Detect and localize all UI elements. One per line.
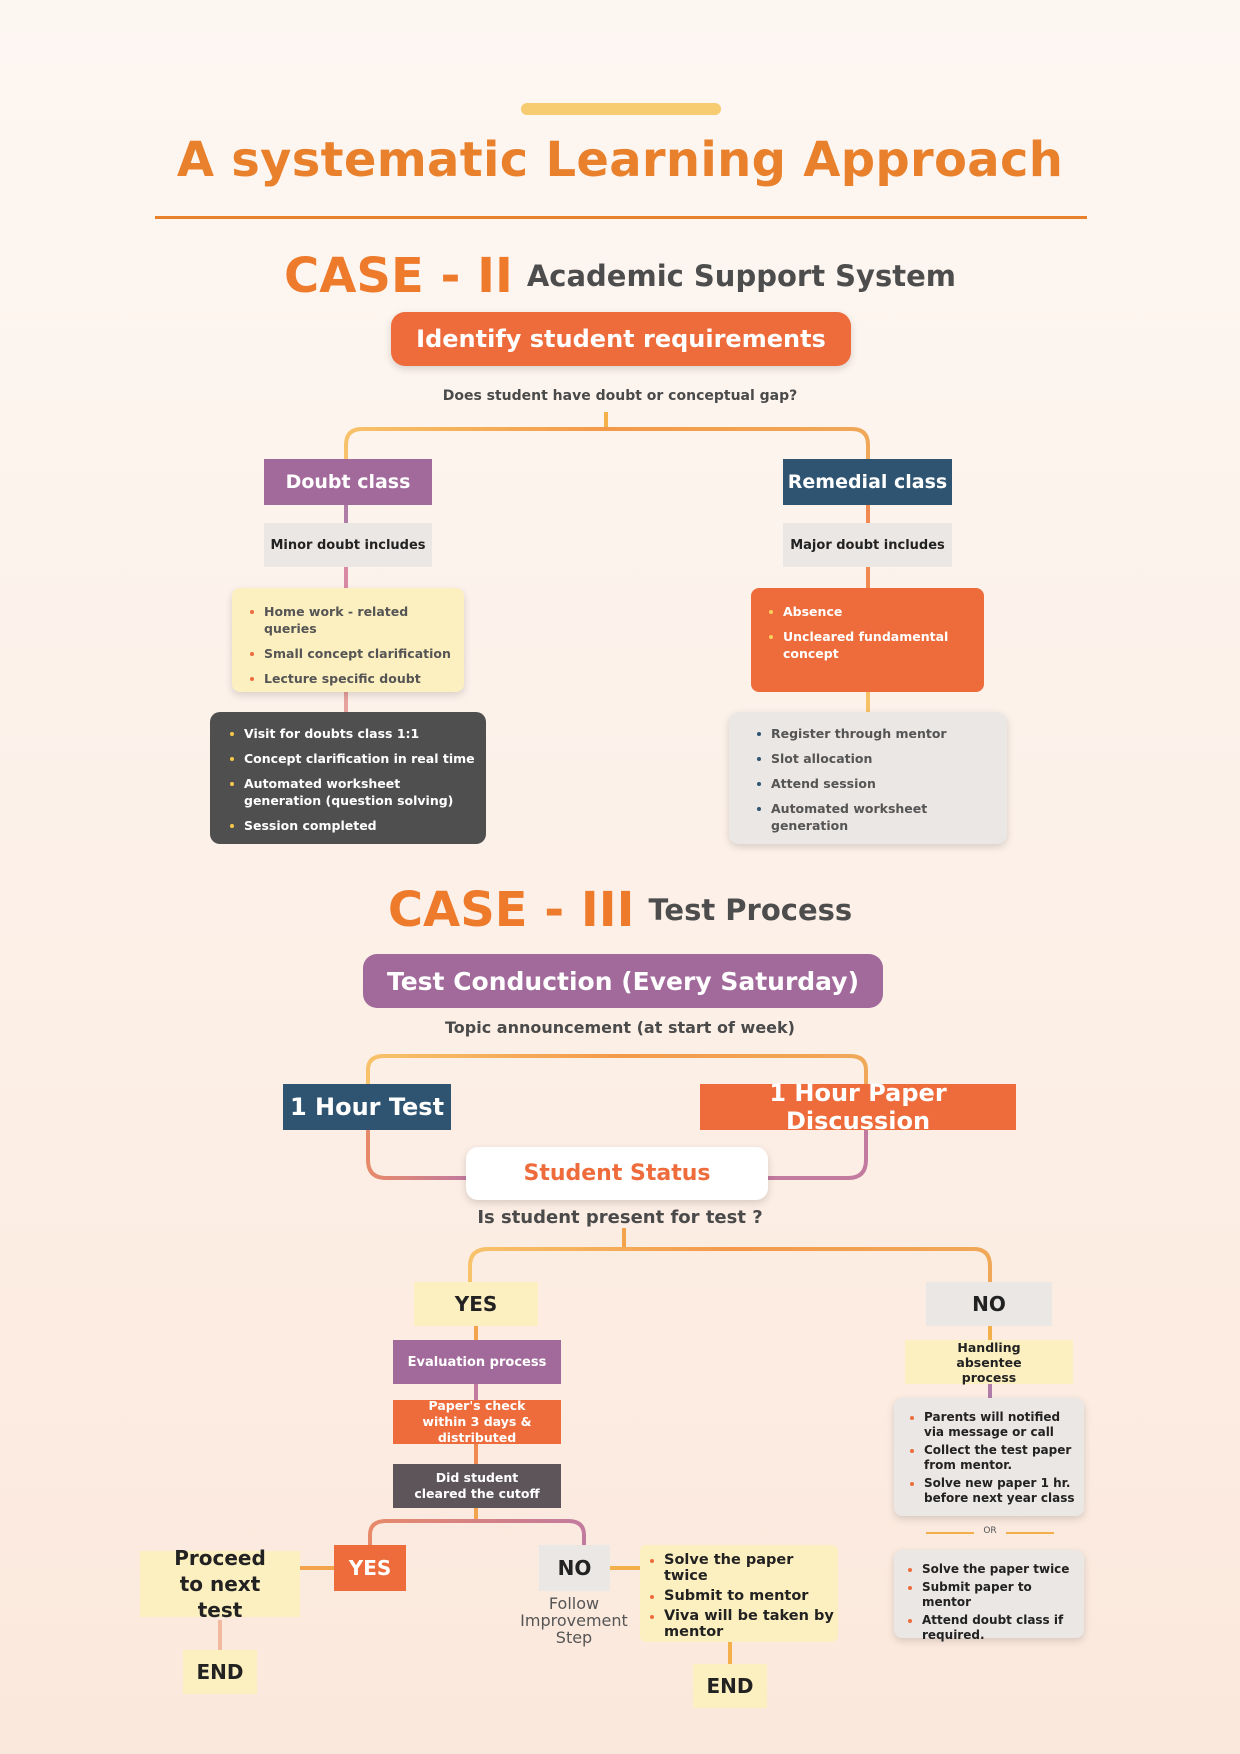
- follow-improvement-label: Follow Improvement Step: [520, 1594, 628, 1647]
- list-item: Small concept clarification: [250, 646, 456, 663]
- list-item: Visit for doubts class 1:1: [230, 726, 478, 743]
- list-item: Concept clarification in real time: [230, 751, 478, 768]
- list-item: Lecture specific doubt: [250, 671, 456, 688]
- list-item: Viva will be taken by mentor: [650, 1607, 834, 1640]
- list-item: Solve the paper twice: [908, 1562, 1078, 1577]
- list-item: Register through mentor: [757, 726, 999, 743]
- case2-subtitle: Academic Support System: [526, 259, 956, 293]
- improvement-steps: Solve the paper twice Submit to mentor V…: [640, 1545, 838, 1642]
- doubt-class-box: Doubt class: [264, 459, 432, 505]
- remedial-class-steps: Register through mentor Slot allocation …: [729, 712, 1007, 844]
- list-item: Solve new paper 1 hr. before next year c…: [910, 1476, 1078, 1506]
- or-separator: OR: [983, 1526, 997, 1536]
- paper-check-box: Paper's check within 3 days & distribute…: [393, 1398, 561, 1445]
- minor-doubt-label: Minor doubt includes: [264, 523, 432, 567]
- major-doubt-list: Absence Uncleared fundamental concept: [751, 588, 984, 692]
- paper-discussion-box: 1 Hour Paper Discussion: [700, 1079, 1016, 1135]
- case2-heading: CASE - II Academic Support System: [0, 248, 1240, 304]
- case3-label: CASE - III: [387, 882, 635, 938]
- list-item: Submit to mentor: [650, 1588, 834, 1605]
- proceed-next-test-box: Proceed to next test: [140, 1546, 300, 1622]
- title-divider: [155, 216, 1087, 219]
- cutoff-no-box: NO: [539, 1545, 610, 1591]
- one-hour-test-box: 1 Hour Test: [283, 1084, 451, 1130]
- test-conduction-box: Test Conduction (Every Saturday): [363, 954, 883, 1008]
- case2-question: Does student have doubt or conceptual ga…: [442, 388, 798, 404]
- cutoff-question-box: Did student cleared the cutoff: [393, 1464, 561, 1508]
- list-item: Collect the test paper from mentor.: [910, 1443, 1078, 1473]
- list-item: Attend doubt class if required.: [908, 1613, 1078, 1643]
- list-item: Attend session: [757, 776, 999, 793]
- identify-requirements-box: Identify student requirements: [391, 312, 851, 366]
- list-item: Session completed: [230, 818, 478, 835]
- list-item: Parents will notified via message or cal…: [910, 1410, 1078, 1440]
- list-item: Absence: [769, 604, 976, 621]
- present-no-box: NO: [926, 1282, 1052, 1326]
- doubt-class-steps: Visit for doubts class 1:1 Concept clari…: [210, 712, 486, 844]
- topic-announcement: Topic announcement (at start of week): [445, 1018, 795, 1037]
- end-box-left: END: [183, 1650, 257, 1694]
- list-item: Automated worksheet generation (question…: [230, 776, 478, 810]
- end-box-right: END: [693, 1664, 767, 1708]
- case3-subtitle: Test Process: [648, 893, 853, 927]
- present-question: Is student present for test ?: [477, 1207, 763, 1228]
- present-yes-box: YES: [414, 1282, 538, 1326]
- list-item: Home work - related queries: [250, 604, 456, 638]
- absentee-steps-a: Parents will notified via message or cal…: [894, 1398, 1084, 1516]
- student-status-box: Student Status: [466, 1147, 768, 1200]
- list-item: Uncleared fundamental concept: [769, 629, 976, 663]
- cutoff-yes-box: YES: [334, 1545, 406, 1591]
- top-accent-bar: [521, 103, 721, 115]
- list-item: Automated worksheet generation: [757, 801, 999, 835]
- absentee-process-box: Handling absentee process: [905, 1340, 1073, 1385]
- evaluation-process-box: Evaluation process: [393, 1340, 561, 1384]
- major-doubt-label: Major doubt includes: [783, 523, 952, 567]
- remedial-class-box: Remedial class: [783, 459, 952, 505]
- case3-heading: CASE - III Test Process: [0, 882, 1240, 938]
- case2-label: CASE - II: [284, 248, 513, 304]
- page-title: A systematic Learning Approach: [176, 132, 1064, 188]
- list-item: Submit paper to mentor: [908, 1580, 1078, 1610]
- list-item: Solve the paper twice: [650, 1552, 834, 1585]
- minor-doubt-list: Home work - related queries Small concep…: [232, 588, 464, 692]
- absentee-steps-b: Solve the paper twice Submit paper to me…: [894, 1550, 1084, 1642]
- list-item: Slot allocation: [757, 751, 999, 768]
